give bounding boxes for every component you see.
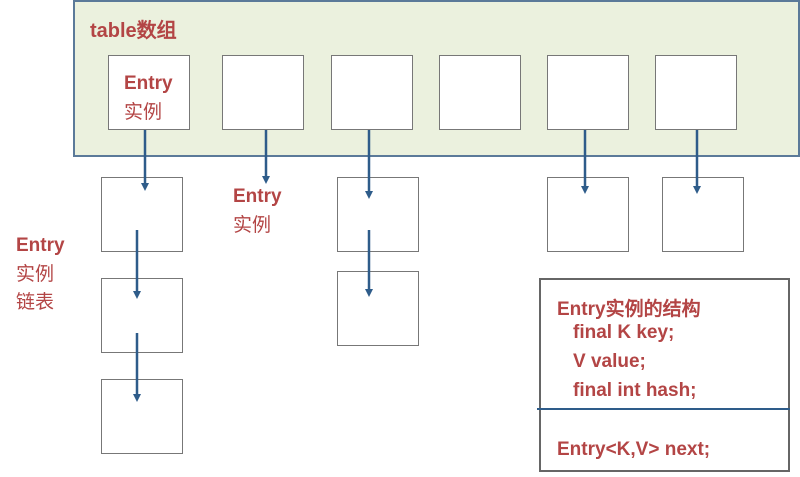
entry-field-value: V value; [573,351,646,372]
chain1-node-2 [101,278,183,353]
entry-structure-divider [537,408,790,410]
slot1-entry-word: Entry [124,73,173,94]
chain3-node-2 [337,271,419,346]
entry-structure-title: Entry实例的结构 [557,299,701,320]
entry-chain-label: Entry 实例 链表 [16,232,65,316]
entry-field-key: final K key; [573,322,675,343]
slot2-entry-word: Entry [233,186,282,207]
slot1-entry-label: Entry 实例 [124,70,173,126]
chain1-node-3 [101,379,183,454]
table-slot-1 [108,55,190,130]
slot1-instance-word: 实例 [124,101,163,123]
entry-field-next: Entry<K,V> next; [557,439,711,460]
chain3-node-1 [337,177,419,252]
table-array-title: table数组 [90,20,177,42]
table-slot-5 [547,55,629,130]
chain-entry-word: Entry [16,235,65,256]
chain6-node-1 [662,177,744,252]
table-slot-4 [439,55,521,130]
table-slot-3 [331,55,413,130]
chain-instance-word: 实例 [16,263,55,285]
chain-list-word: 链表 [16,291,55,313]
table-slot-6 [655,55,737,130]
slot2-entry-label: Entry 实例 [233,183,282,239]
table-slot-2 [222,55,304,130]
slot2-instance-word: 实例 [233,214,272,236]
entry-field-hash: final int hash; [573,380,697,401]
entry-structure-box [539,278,790,472]
